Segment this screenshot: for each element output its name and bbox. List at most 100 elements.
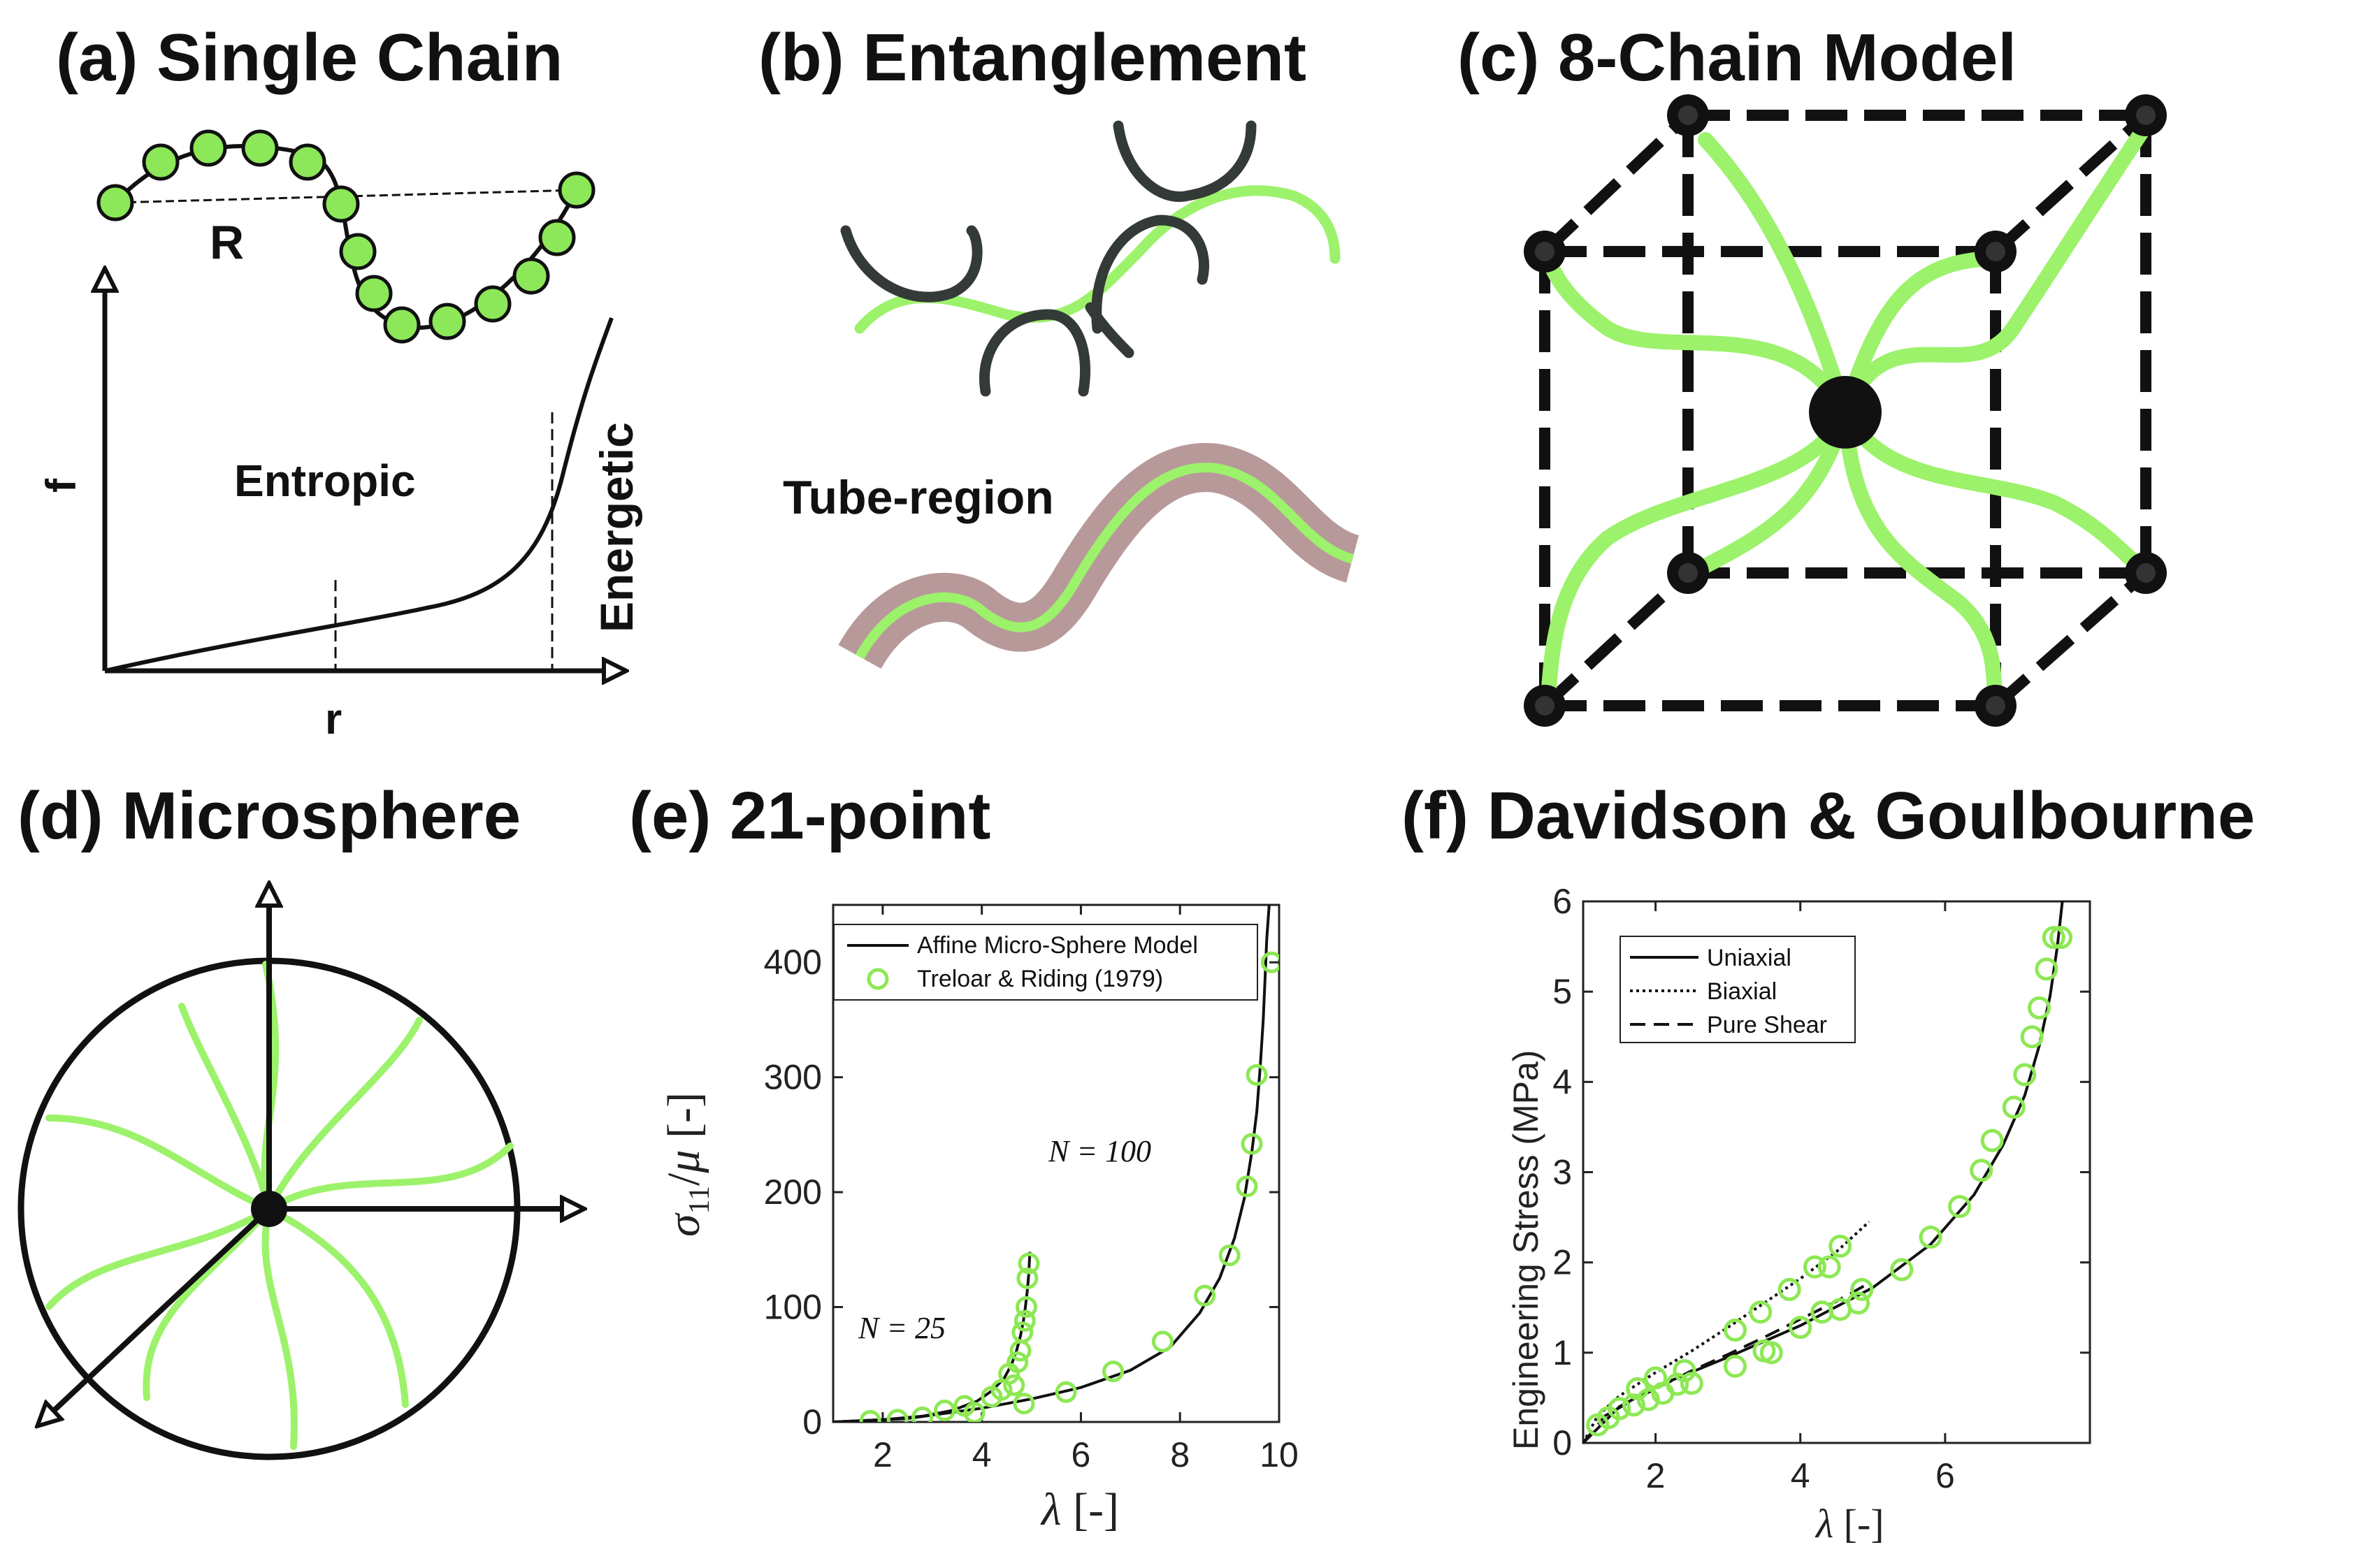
data-point-marker [1194, 1284, 1216, 1307]
data-point-marker [1680, 1372, 1703, 1395]
x-tick-label: 2 [1646, 1456, 1666, 1495]
legend-label-affine: Affine Micro-Sphere Model [917, 932, 1198, 959]
data-point-marker [1673, 1359, 1696, 1383]
tube-chain [855, 463, 1355, 660]
data-point-marker [1015, 1296, 1037, 1319]
data-point-marker [1890, 1258, 1914, 1282]
panel-f-title: (f) Davidson & Goulbourne [1401, 778, 2255, 853]
x-tick-label: 2 [873, 1435, 893, 1474]
data-point-marker [1009, 1340, 1032, 1362]
data-point-marker [1016, 1267, 1039, 1289]
plot-area [833, 905, 1279, 1422]
data-point-marker [1970, 1159, 1993, 1182]
data-point-marker [1626, 1377, 1650, 1400]
data-point-marker [1241, 1133, 1263, 1155]
panel-d-microsphere: (d) Microsphere [17, 778, 573, 1460]
cube-nodes [1524, 94, 2167, 727]
data-point-marker [1759, 1341, 1783, 1365]
x-tick-label: 10 [1260, 1435, 1299, 1474]
tube-region-label: Tube-region [783, 471, 1054, 524]
legend-label-treloar: Treloar & Riding (1979) [917, 966, 1163, 992]
data-point-marker [1948, 1195, 1972, 1219]
data-point-marker [1246, 1064, 1268, 1086]
data-point-marker [2035, 957, 2058, 981]
data-point-marker [1749, 1300, 1773, 1324]
data-point-marker [1622, 1393, 1645, 1417]
data-point-marker [1260, 951, 1279, 973]
y-tick-label: 5 [1552, 972, 1572, 1011]
data-point-marker [1151, 1330, 1174, 1353]
annotation-n100: N = 100 [1048, 1134, 1151, 1168]
x-axis-label: λ [-] [1815, 1501, 1884, 1546]
data-point-marker [1828, 1234, 1852, 1258]
data-point-marker [934, 1400, 955, 1422]
single-chain-beads [96, 129, 596, 344]
data-point-marker [1919, 1226, 1942, 1249]
data-point-marker [1011, 1321, 1034, 1344]
panel-e-title: (e) 21-point [629, 778, 990, 853]
y-axis [45, 1207, 271, 1418]
data-point-marker [1013, 1309, 1036, 1332]
data-point-marker [2013, 1063, 2037, 1087]
panel-c-8-chain-model: (c) 8-Chain Model [1457, 20, 2167, 727]
data-point-marker [859, 1409, 881, 1422]
y-tick-label: 100 [764, 1288, 822, 1327]
data-point-marker [886, 1409, 909, 1422]
entropic-region-label: Entropic [234, 456, 416, 506]
data-point-marker [1013, 1393, 1035, 1415]
data-point-marker [1102, 1360, 1125, 1383]
legend-box [833, 924, 1258, 1001]
panel-d-title: (d) Microsphere [17, 778, 521, 853]
y-tick-label: 0 [1552, 1423, 1572, 1462]
data-point-marker [1850, 1277, 1874, 1301]
data-point-marker [2042, 926, 2065, 950]
data-point-marker [2002, 1096, 2026, 1119]
data-point-marker [1847, 1291, 1870, 1315]
data-point-marker [1777, 1277, 1801, 1301]
y-axis-label: Engineering Stress (MPa) [1506, 1050, 1545, 1450]
annotation-n25: N = 25 [858, 1311, 946, 1345]
panel-a-title: (a) Single Chain [56, 20, 563, 95]
data-point-marker [1018, 1252, 1040, 1275]
panel-b-title: (b) Entanglement [758, 20, 1306, 95]
data-point-marker [1055, 1381, 1077, 1403]
entangled-chains [840, 120, 1341, 397]
energetic-region-label: Energetic [591, 422, 642, 632]
data-point-marker [2049, 926, 2073, 950]
x-tick-label: 4 [1791, 1456, 1810, 1495]
y-tick-label: 200 [764, 1173, 822, 1212]
data-point-marker [2020, 1025, 2044, 1049]
end-to-end-vector-label: R [210, 216, 244, 269]
legend-label-pure-shear: Pure Shear [1707, 1012, 1827, 1038]
series-line-affine-micro-sphere-model [833, 905, 1271, 1422]
y-tick-label: 0 [802, 1402, 822, 1442]
legend-marker-treloar [867, 968, 889, 990]
data-point-marker [1980, 1128, 2004, 1152]
panel-a-single-chain: (a) Single Chain R [38, 20, 642, 743]
extension-axis-label: r [325, 695, 342, 743]
data-point-marker [1724, 1319, 1747, 1342]
data-point-marker [1007, 1351, 1029, 1373]
y-tick-label: 400 [764, 943, 822, 982]
panel-b-entanglement: (b) Entanglement Tube-region [758, 20, 1360, 669]
data-point-marker [1789, 1316, 1812, 1340]
plot-frame [832, 903, 1281, 1423]
x-tick-label: 4 [972, 1435, 992, 1474]
sphere-center [251, 1191, 287, 1227]
x-tick-label: 6 [1072, 1435, 1091, 1474]
data-point-marker [1724, 1354, 1747, 1378]
y-tick-label: 300 [764, 1058, 822, 1097]
data-point-marker [1803, 1255, 1826, 1279]
sphere-chains [45, 961, 514, 1450]
legend-label-biaxial: Biaxial [1707, 978, 1777, 1005]
data-point-marker [1608, 1397, 1631, 1421]
data-point-marker [1817, 1255, 1841, 1279]
x-tick-label: 8 [1170, 1435, 1190, 1474]
y-tick-label: 2 [1552, 1243, 1572, 1282]
